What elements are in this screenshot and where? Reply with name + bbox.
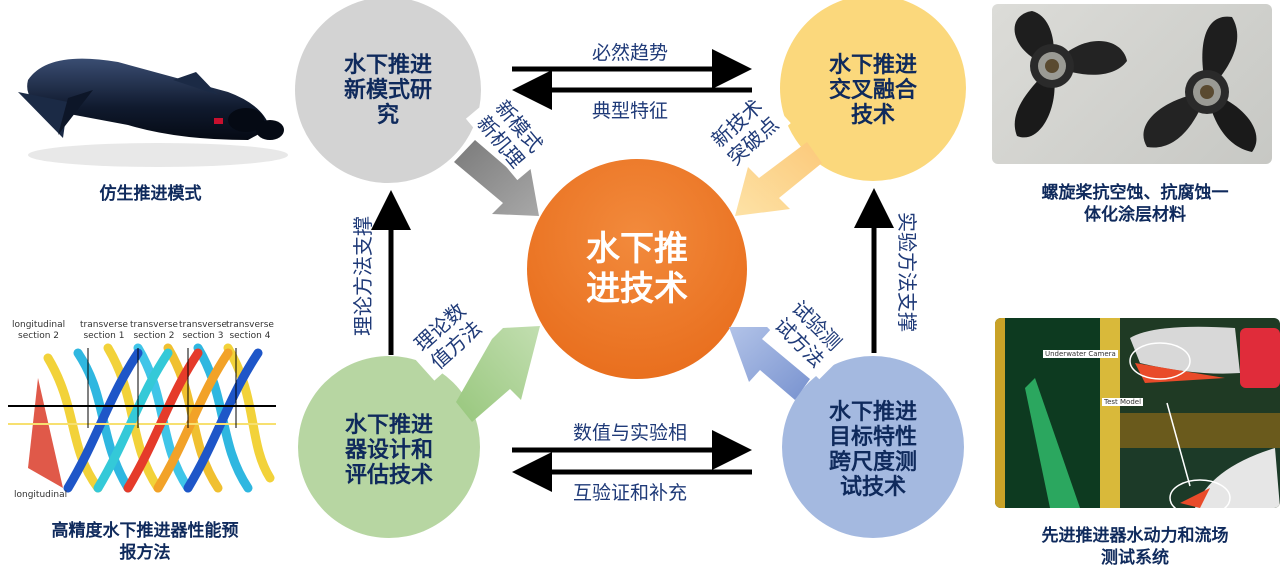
caption-flow-field-test: 先进推进器水动力和流场 测试系统 xyxy=(985,525,1285,569)
block-arrow-bottom-right xyxy=(729,327,810,400)
photo-vortex-simulation: longitudinal section 2 transverse sectio… xyxy=(8,318,276,503)
annotation-text: section 2 xyxy=(133,331,175,341)
node-top-right-line: 交叉融合 xyxy=(828,77,917,103)
caption-line: 测试系统 xyxy=(1101,548,1169,568)
caption-line: 螺旋桨抗空蚀、抗腐蚀一 xyxy=(1041,183,1229,203)
caption-line: 报方法 xyxy=(119,543,171,563)
node-top-left-line: 究 xyxy=(376,102,399,128)
caption-line: 先进推进器水动力和流场 xyxy=(1041,526,1229,546)
node-bottom-right-line: 试技术 xyxy=(839,475,906,500)
node-bottom-left-line: 器设计和 xyxy=(344,437,433,463)
photo-bionic-vehicle xyxy=(8,20,293,175)
caption-line: 高精度水下推进器性能预 xyxy=(51,521,239,541)
annotation-text: section 1 xyxy=(83,331,125,341)
node-bottom-right-line: 跨尺度测 xyxy=(828,450,917,475)
node-circle-top-left xyxy=(295,0,481,183)
test-system-illustration xyxy=(995,318,1280,508)
photo-coated-propellers xyxy=(992,4,1272,164)
center-title-line: 水下推 xyxy=(586,229,688,269)
annotation-longitudinal-1: longitudinal xyxy=(14,490,68,500)
annotation-transverse-1: transverse section 1 xyxy=(80,320,128,342)
node-top-right-line: 技术 xyxy=(850,102,895,128)
annotation-text: section 4 xyxy=(229,331,271,341)
caption-coated-propellers: 螺旋桨抗空蚀、抗腐蚀一 体化涂层材料 xyxy=(985,182,1285,226)
annotation-text: transverse xyxy=(80,320,128,330)
node-bottom-right-line: 水下推进 xyxy=(828,400,917,425)
center-title-line: 进技术 xyxy=(586,269,688,309)
annotation-text: section 2 xyxy=(18,331,60,341)
annotation-test-model: Test Model xyxy=(1102,398,1144,406)
vortex-illustration xyxy=(8,343,276,493)
photo-flow-field-test: Underwater Camera Test Model xyxy=(995,318,1280,508)
annotation-transverse-2: transverse section 2 xyxy=(130,320,178,342)
submarine-illustration xyxy=(18,58,288,167)
label-right-vertical: 实验方法支撑 xyxy=(895,212,919,332)
node-top-left-title: 水下推进 新模式研 究 xyxy=(318,40,458,140)
node-circle-bottom-right xyxy=(782,356,964,538)
label-top-forward: 必然趋势 xyxy=(591,42,668,64)
node-top-right-line: 水下推进 xyxy=(828,52,917,78)
caption-line: 体化涂层材料 xyxy=(1084,205,1186,225)
caption-bionic-vehicle: 仿生推进模式 xyxy=(8,183,293,205)
caption-line: 仿生推进模式 xyxy=(99,184,202,204)
node-top-right-title: 水下推进 交叉融合 技术 xyxy=(803,40,943,140)
node-top-left-line: 新模式研 xyxy=(343,77,432,103)
annotation-underwater-camera: Underwater Camera xyxy=(1043,350,1118,358)
label-bottom-forward: 数值与实验相 xyxy=(572,422,687,444)
center-circle xyxy=(527,159,747,379)
node-bottom-left-line: 水下推进 xyxy=(344,412,433,438)
node-bottom-right-title: 水下推进 目标特性 跨尺度测 试技术 xyxy=(803,390,943,510)
caption-vortex-simulation: 高精度水下推进器性能预 报方法 xyxy=(0,520,290,564)
label-top-backward: 典型特征 xyxy=(591,100,668,122)
label-left-vertical: 理论方法支撑 xyxy=(351,216,375,336)
center-title: 水下推 进技术 xyxy=(557,224,717,314)
label-bottom-backward: 互验证和补充 xyxy=(572,482,687,504)
annotation-text: transverse xyxy=(130,320,178,330)
node-circle-bottom-left xyxy=(298,356,480,538)
annotation-text: longitudinal xyxy=(12,320,66,330)
annotation-text: transverse xyxy=(179,320,227,330)
node-bottom-left-line: 评估技术 xyxy=(344,462,433,488)
annotation-transverse-4: transverse section 4 xyxy=(226,320,274,342)
block-arrow-bottom-left xyxy=(456,326,540,422)
block-arrow-top-left xyxy=(454,140,539,216)
propeller-illustration xyxy=(1014,11,1257,152)
block-arrow-top-right xyxy=(735,142,822,216)
node-circle-top-right xyxy=(780,0,966,181)
annotation-text: section 3 xyxy=(182,331,224,341)
node-bottom-left-title: 水下推进 器设计和 评估技术 xyxy=(319,400,459,500)
node-bottom-right-line: 目标特性 xyxy=(828,425,917,450)
annotation-transverse-3: transverse section 3 xyxy=(179,320,227,342)
annotation-longitudinal-2: longitudinal section 2 xyxy=(12,320,65,342)
node-top-left-line: 水下推进 xyxy=(343,52,432,78)
annotation-text: transverse xyxy=(226,320,274,330)
